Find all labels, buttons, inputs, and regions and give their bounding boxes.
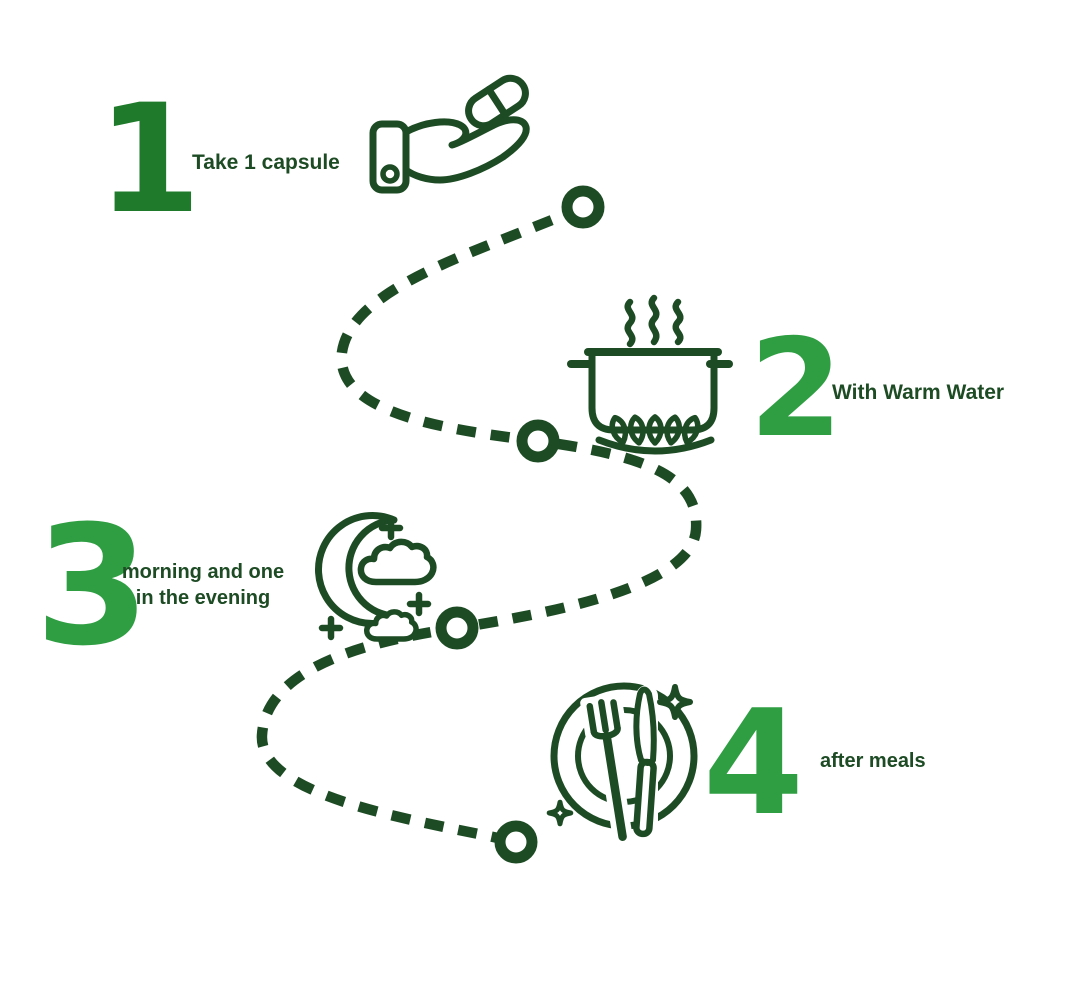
step-3-label-line-1: morning and one xyxy=(121,561,285,583)
route-node-4 xyxy=(494,820,538,864)
small-cloud-icon xyxy=(364,609,419,642)
cloud-icon xyxy=(357,538,437,586)
flames-icon xyxy=(595,414,715,455)
step-2-number: 2 xyxy=(749,310,843,467)
sparkle-icon xyxy=(546,684,693,827)
route-node-2 xyxy=(516,419,560,463)
step-2-label: With Warm Water xyxy=(832,381,1005,404)
fork-icon xyxy=(580,692,633,845)
plus-sparkle-icon xyxy=(318,515,432,641)
steam-lines-icon xyxy=(624,294,684,348)
step-3-label: morning and one in the evening xyxy=(110,559,296,611)
pot-body-icon xyxy=(567,348,733,434)
step-1-label: Take 1 capsule xyxy=(192,151,340,174)
open-hand-icon xyxy=(369,116,530,194)
step-1-number: 1 xyxy=(97,73,202,247)
step-3-number: 3 xyxy=(35,490,150,682)
dashed-route-path xyxy=(256,202,702,848)
plate-with-cutlery-icon xyxy=(546,682,698,845)
route-node-3 xyxy=(435,606,479,650)
step-4-number: 4 xyxy=(703,679,804,848)
moon-and-clouds-icon xyxy=(314,512,437,642)
capsule-icon xyxy=(465,74,529,130)
route-node-1 xyxy=(561,185,605,229)
step-3-label-line-2: in the evening xyxy=(135,587,271,609)
knife-icon xyxy=(633,685,658,841)
step-4-label: after meals xyxy=(820,750,926,772)
boiling-pot-icon xyxy=(567,294,733,455)
hand-offering-capsule-icon xyxy=(369,74,530,194)
